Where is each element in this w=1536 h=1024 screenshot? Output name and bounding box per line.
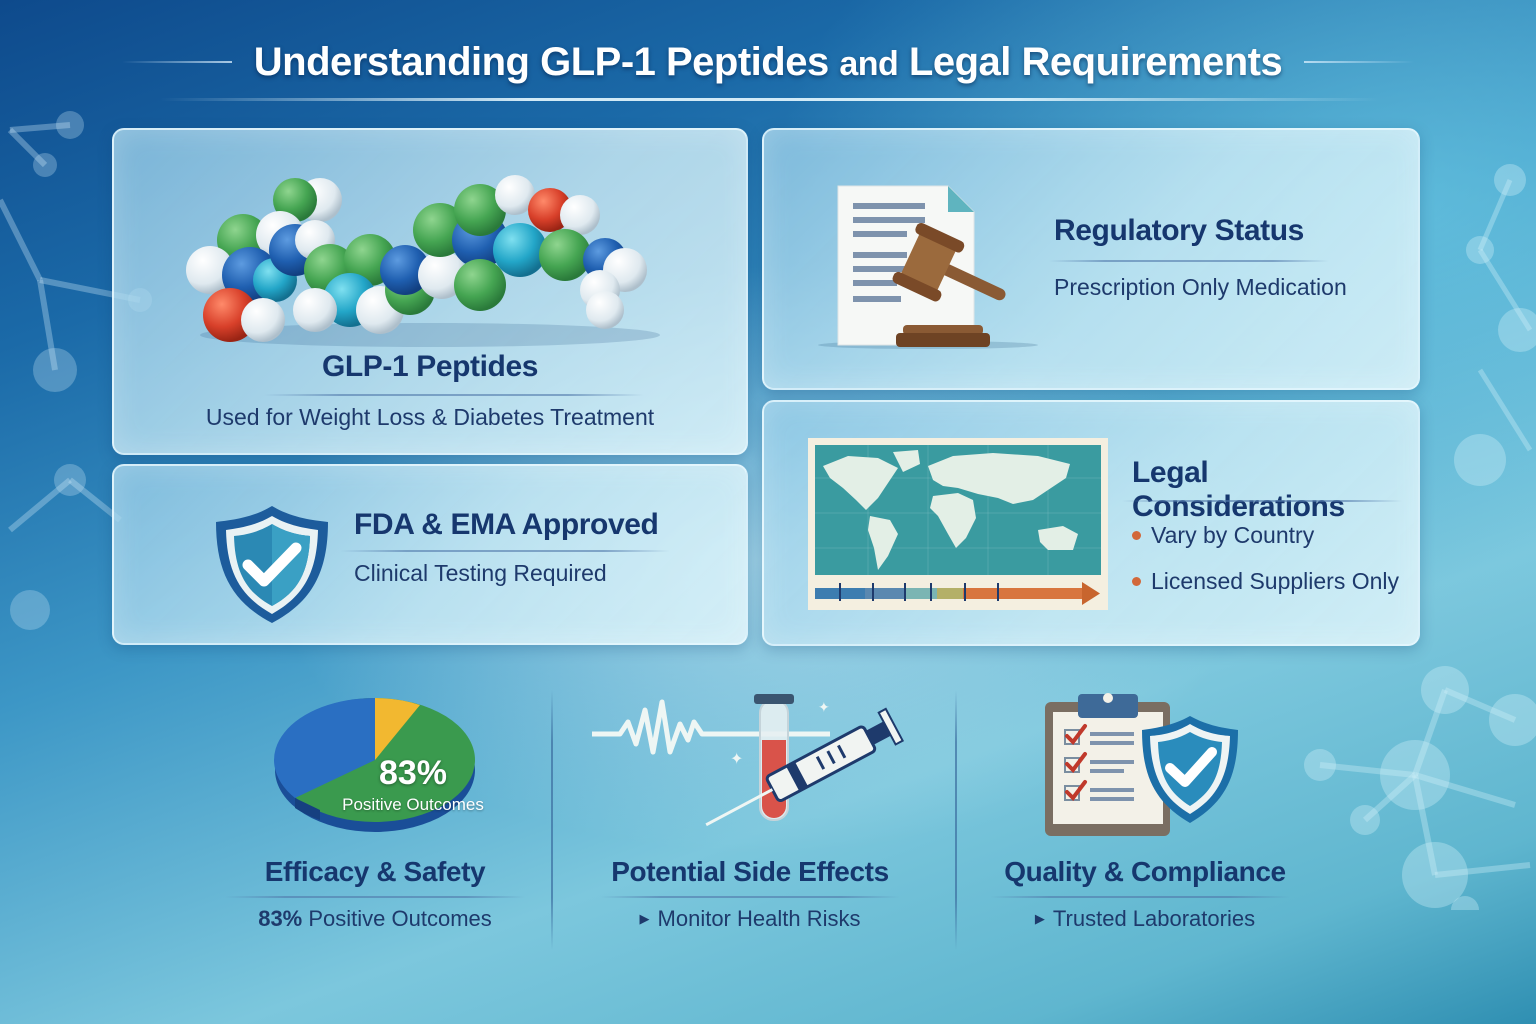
legal-bullet-item: Licensed Suppliers Only [1132, 558, 1399, 604]
side-effects-subtitle-text: Monitor Health Risks [657, 906, 861, 931]
quality-subtitle-text: Trusted Laboratories [1052, 906, 1256, 931]
card-fda-ema-approved: FDA & EMA Approved Clinical Testing Requ… [112, 464, 748, 645]
column-divider-1 [551, 690, 553, 950]
title-part-1: Understanding GLP-1 Peptides [253, 39, 829, 84]
regulatory-divider [1049, 260, 1329, 262]
glp1-divider [264, 394, 644, 396]
title-rule-left [121, 61, 232, 63]
pie-caption: Positive Outcomes [342, 795, 484, 814]
glp1-heading: GLP-1 Peptides [321, 350, 539, 383]
background-molecule-top-right-icon [1454, 164, 1536, 486]
column-divider-2 [955, 690, 957, 950]
efficacy-heading: Efficacy & Safety [264, 856, 486, 887]
svg-text:✦: ✦ [818, 700, 830, 716]
background-molecule-right-icon [1304, 666, 1536, 910]
title-rule-right [1304, 61, 1415, 63]
regulatory-heading: Regulatory Status [1054, 214, 1304, 247]
fda-divider [340, 550, 670, 552]
legal-heading: Legal Considerations [1132, 456, 1345, 523]
shield-check-icon [216, 506, 328, 623]
section-quality-compliance: Quality & Compliance ▶ Trusted Laboratori… [990, 680, 1300, 950]
heartbeat-syringe-icon: ✦ ✦ [592, 694, 905, 827]
legal-bullet-text: Licensed Suppliers Only [1151, 568, 1400, 594]
page-title: Understanding GLP-1 Peptides and Legal R… [254, 40, 1283, 85]
title-underline [160, 98, 1380, 101]
glp1-subtitle: Used for Weight Loss & Diabetes Treatmen… [205, 404, 655, 430]
svg-text:✦: ✦ [730, 749, 743, 768]
regulatory-subtitle: Prescription Only Medication [1054, 274, 1347, 300]
card-glp1-peptides: GLP-1 Peptides Used for Weight Loss & Di… [112, 128, 748, 455]
quality-heading: Quality & Compliance [1004, 856, 1286, 887]
triangle-bullet-icon: ▶ [639, 911, 650, 926]
efficacy-subtitle-pct: 83% [258, 906, 303, 931]
document-gavel-icon [818, 185, 1038, 349]
peptide-molecule-icon [186, 175, 660, 347]
page-title-row: Understanding GLP-1 Peptides and Legal R… [0, 36, 1536, 88]
efficacy-subtitle-text: Positive Outcomes [308, 906, 492, 931]
bullet-dot-icon [1132, 576, 1141, 586]
quality-subtitle: ▶ Trusted Laboratories [990, 906, 1300, 932]
title-part-2: and [839, 44, 899, 83]
clipboard-shield-icon [1045, 693, 1238, 836]
card-regulatory-status: Regulatory Status Prescription Only Medi… [762, 128, 1420, 390]
fda-heading: FDA & EMA Approved [354, 508, 659, 541]
bullet-dot-icon [1132, 530, 1141, 540]
legal-bullet-item: Vary by Country [1132, 512, 1399, 558]
triangle-bullet-icon: ▶ [1034, 911, 1045, 926]
quality-divider [990, 896, 1290, 898]
world-map-icon [808, 438, 1108, 610]
legal-divider [1122, 500, 1402, 502]
efficacy-subtitle: 83% Positive Outcomes [215, 906, 535, 932]
side-effects-heading: Potential Side Effects [611, 856, 889, 887]
legal-bullet-text: Vary by Country [1151, 522, 1315, 548]
section-efficacy-safety: 83% Positive Outcomes Efficacy & Safety … [215, 680, 535, 950]
section-side-effects: ✦ ✦ Potential Side Effects ▶ Monitor Heal… [580, 680, 920, 950]
card-legal-considerations: Legal Considerations Vary by Country Lic… [762, 400, 1420, 646]
pie-percentage: 83% [378, 754, 448, 792]
legal-bullet-list: Vary by Country Licensed Suppliers Only [1132, 512, 1399, 604]
efficacy-divider [225, 896, 525, 898]
fda-subtitle: Clinical Testing Required [354, 560, 607, 586]
title-part-3: Legal Requirements [908, 39, 1283, 84]
side-effects-divider [600, 896, 900, 898]
pie-chart-icon [274, 697, 475, 832]
side-effects-subtitle: ▶ Monitor Health Risks [580, 906, 920, 932]
pie-chart-label: 83% Positive Outcomes [333, 754, 493, 815]
